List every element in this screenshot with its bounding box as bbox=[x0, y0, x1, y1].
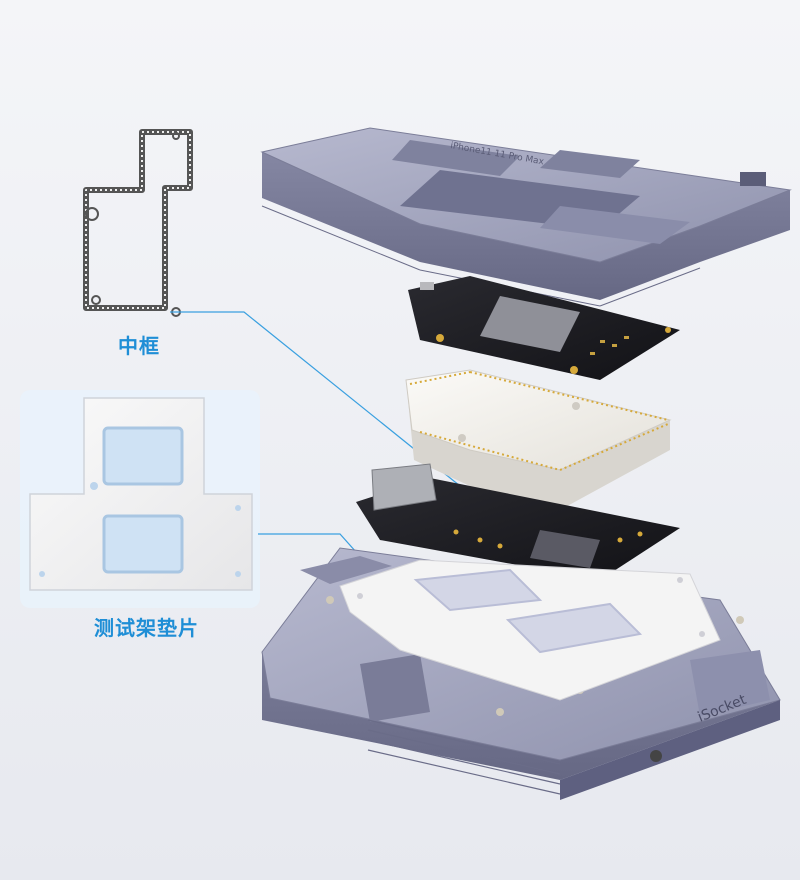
upper-pcb bbox=[408, 276, 680, 380]
test-shim-label: 测试架垫片 bbox=[94, 616, 199, 640]
middle-frame-label: 中框 bbox=[118, 334, 160, 358]
shim-card bbox=[20, 390, 260, 608]
test-shim-plate bbox=[339, 559, 721, 701]
lower-pcb bbox=[356, 463, 680, 580]
middle-frame-outline bbox=[83, 129, 193, 317]
top-metal-frame: iPhone11 11 Pro Max bbox=[260, 127, 792, 307]
white-socket-block bbox=[405, 369, 672, 510]
